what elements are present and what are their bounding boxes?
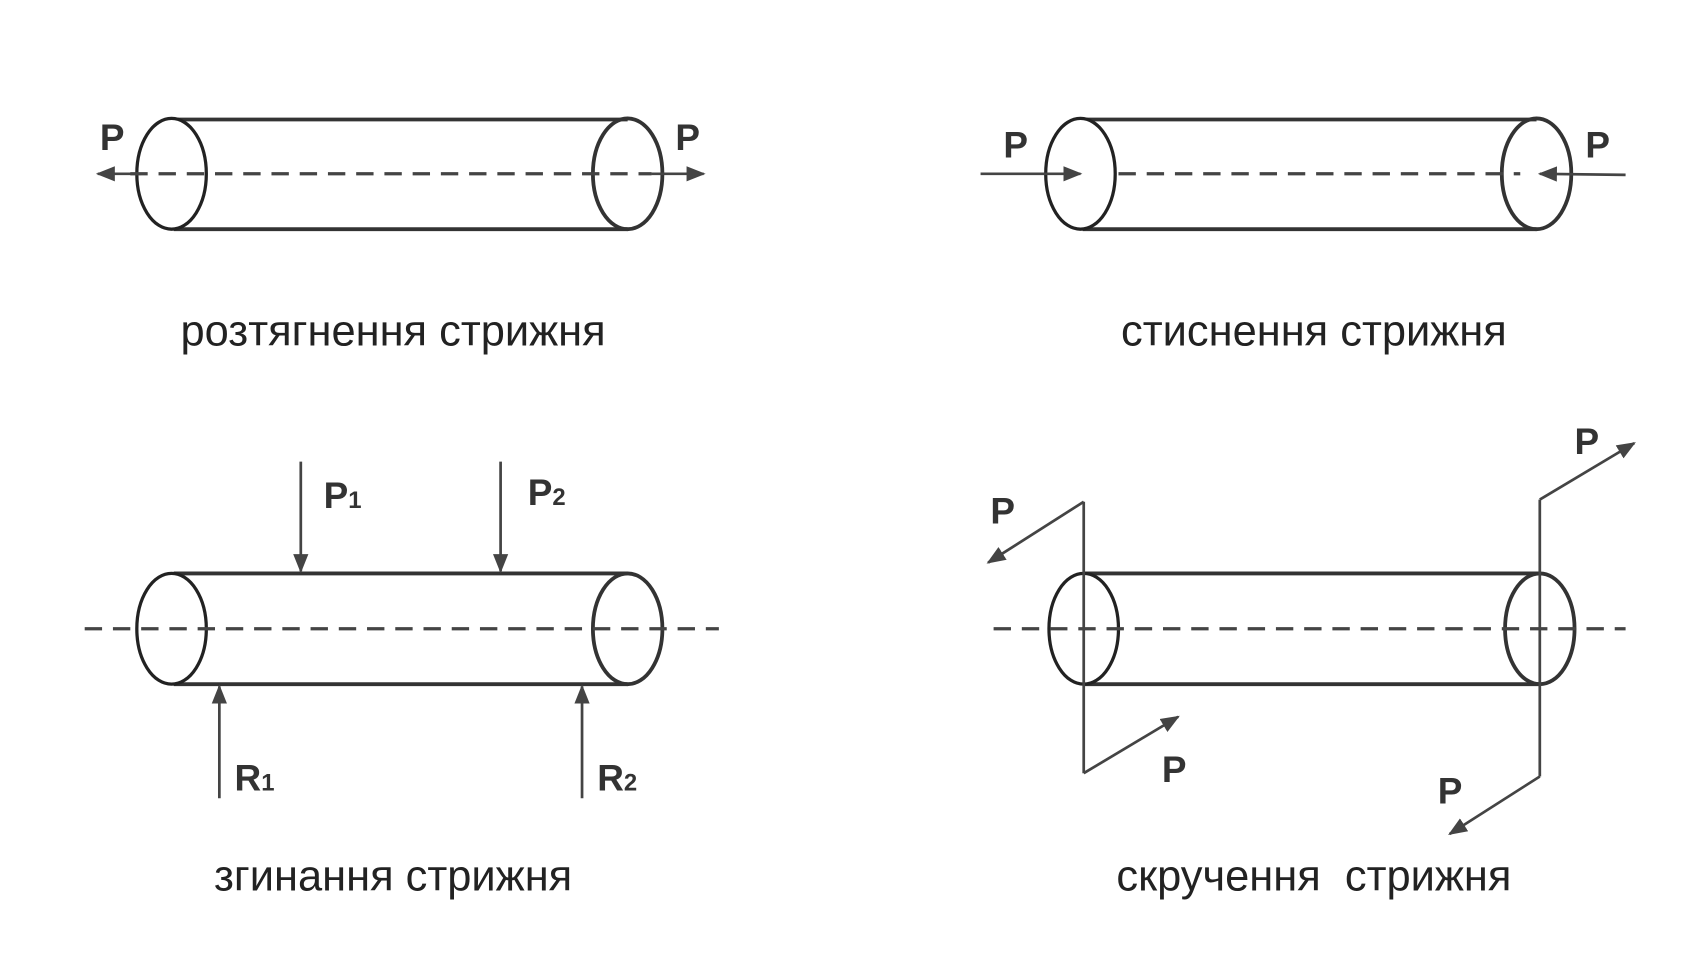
caption-compression: стиснення стрижня	[1121, 307, 1507, 355]
caption-tension: розтягнення стрижня	[181, 307, 606, 355]
force-arrow-right	[1537, 166, 1626, 182]
panel-compression: P P стиснення стрижня	[980, 116, 1626, 355]
panel-tension: P P розтягнення стрижня	[95, 116, 706, 355]
panel-bending: P1 P2 R1 R2 згинання стрижня	[84, 461, 719, 900]
caption-bending: згинання стрижня	[214, 852, 572, 900]
force-label: P	[675, 117, 700, 158]
force-label: P	[990, 490, 1015, 531]
reaction-label-r1: R1	[235, 758, 275, 799]
caption-torsion: скручення стрижня	[1116, 852, 1511, 900]
torque-arrow	[1448, 775, 1541, 836]
reaction-label-r2: R2	[597, 758, 637, 799]
load-label-p1: P1	[324, 475, 362, 516]
torque-arrow	[986, 500, 1085, 564]
force-label: P	[1438, 771, 1463, 812]
force-label: P	[1162, 749, 1187, 790]
panel-torsion: P P P P скручення стрижня	[986, 421, 1636, 900]
force-label: P	[1585, 125, 1610, 166]
torque-arrow	[1083, 715, 1180, 775]
force-label: P	[1003, 125, 1028, 166]
torque-arrow	[1539, 441, 1636, 501]
force-label: P	[100, 117, 125, 158]
force-label: P	[1575, 421, 1600, 462]
load-label-p2: P2	[528, 472, 566, 513]
